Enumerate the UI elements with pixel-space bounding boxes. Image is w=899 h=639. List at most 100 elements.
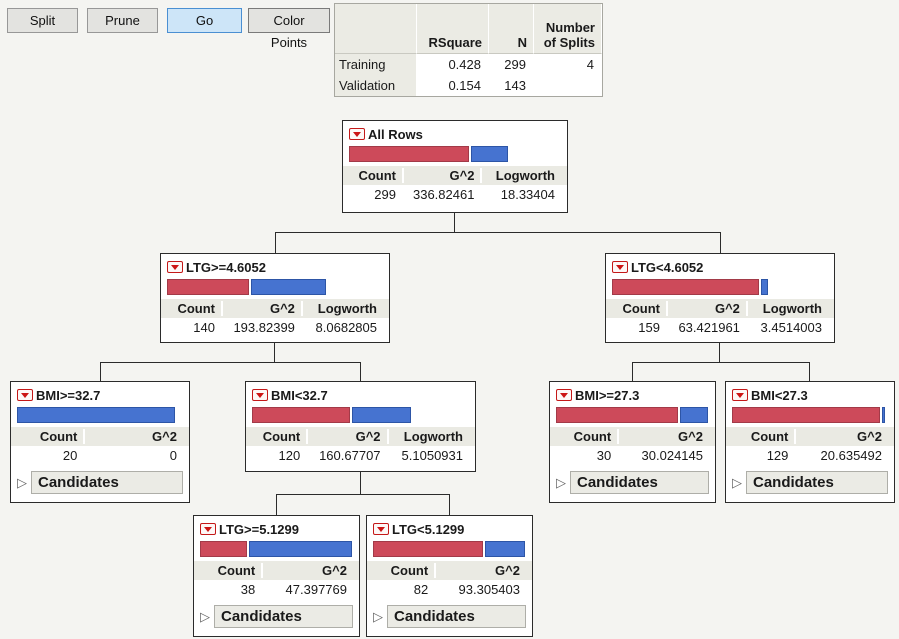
col-header-g2: G^2 [221,301,301,316]
col-header-count: Count [217,563,256,578]
node-title-row: BMI>=27.3 [556,387,709,403]
node-title: LTG>=4.6052 [186,259,266,275]
summary-value: 0.154 [448,78,481,93]
count-value: 120 [278,448,301,463]
node-title: BMI<32.7 [271,387,328,403]
red-triangle-menu-icon[interactable] [252,389,268,401]
col-header-logworth: Logworth [746,301,828,316]
node-title: LTG>=5.1299 [219,521,299,537]
count-value: 30 [596,448,612,463]
red-bar-segment [732,407,881,423]
color-points-button[interactable]: Color Points [248,8,330,50]
summary-value: 299 [504,57,526,72]
node-title-row: All Rows [349,126,561,142]
red-triangle-menu-icon[interactable] [167,261,183,273]
red-bar-segment [556,407,679,423]
summary-header-rsquare: RSquare [417,4,489,54]
node-stats-values: 20 0 [11,448,189,463]
node-stats-header: Count G^2 Logworth [161,299,389,318]
connector-line [275,232,276,253]
response-proportion-bar [252,407,412,423]
g2-value: 160.67707 [319,448,381,463]
connector-line [449,494,450,515]
connector-line [720,232,721,253]
count-value: 159 [638,320,660,335]
connector-line [360,362,361,381]
disclosure-triangle-icon[interactable]: ▷ [17,475,27,490]
response-proportion-bar [373,541,526,557]
summary-value [534,75,602,96]
candidates-button[interactable]: Candidates [31,471,183,494]
connector-line [632,362,810,363]
logworth-value: 3.4514003 [760,320,822,335]
split-button[interactable]: Split [7,8,78,33]
node-stats-header: Count G^2 [194,561,359,580]
candidates-row: ▷ Candidates [556,471,709,494]
response-proportion-bar [200,541,353,557]
col-header-count: Count [39,429,78,444]
col-header-count: Count [750,429,789,444]
tree-node-ltg-lt-5-1299: LTG<5.1299 Count G^2 82 93.305403 ▷ Cand… [366,515,533,637]
connector-line [276,494,450,495]
node-title: LTG<4.6052 [631,259,704,275]
summary-header-splits: Number of Splits [534,4,602,54]
candidates-row: ▷ Candidates [200,605,353,628]
node-title: LTG<5.1299 [392,521,465,537]
tree-node-ltg-ge-5-1299: LTG>=5.1299 Count G^2 38 47.397769 ▷ Can… [193,515,360,637]
blue-bar-segment [882,407,886,423]
tree-node-ltg-lt-4-6052: LTG<4.6052 Count G^2 Logworth 159 63.421… [605,253,835,343]
summary-row-label: Training [335,54,417,75]
col-header-g2: G^2 [261,563,353,578]
col-header-count: Count [262,429,301,444]
node-title-row: BMI>=32.7 [17,387,183,403]
blue-bar-segment [485,541,525,557]
red-triangle-menu-icon[interactable] [612,261,628,273]
node-stats-values: 38 47.397769 [194,582,359,597]
disclosure-triangle-icon[interactable]: ▷ [200,609,210,624]
red-triangle-menu-icon[interactable] [349,128,365,140]
response-proportion-bar [349,146,509,162]
g2-value: 0 [169,448,177,463]
node-stats-values: 140 193.82399 8.0682805 [161,320,389,335]
go-button[interactable]: Go [167,8,242,33]
prune-button[interactable]: Prune [87,8,158,33]
red-triangle-menu-icon[interactable] [200,523,216,535]
disclosure-triangle-icon[interactable]: ▷ [732,475,742,490]
summary-value: 143 [504,78,526,93]
node-title-row: LTG>=4.6052 [167,259,383,275]
summary-value: 4 [586,57,594,72]
blue-bar-segment [471,146,508,162]
red-triangle-menu-icon[interactable] [556,389,572,401]
candidates-row: ▷ Candidates [732,471,888,494]
node-stats-values: 159 63.421961 3.4514003 [606,320,834,335]
candidates-button[interactable]: Candidates [214,605,353,628]
disclosure-triangle-icon[interactable]: ▷ [556,475,566,490]
red-triangle-menu-icon[interactable] [373,523,389,535]
col-header-count: Count [622,301,660,316]
blue-bar-segment [17,407,176,423]
candidates-button[interactable]: Candidates [746,471,888,494]
candidates-button[interactable]: Candidates [387,605,526,628]
node-title-row: BMI<32.7 [252,387,469,403]
tree-node-bmi-ge-32-7: BMI>=32.7 Count G^2 20 0 ▷ Candidates [10,381,190,503]
tree-node-ltg-ge-4-6052: LTG>=4.6052 Count G^2 Logworth 140 193.8… [160,253,390,343]
logworth-value: 8.0682805 [315,320,377,335]
summary-value: 0.428 [448,57,481,72]
connector-line [719,343,720,362]
candidates-button[interactable]: Candidates [570,471,709,494]
count-value: 299 [374,187,396,202]
count-value: 140 [193,320,215,335]
col-header-g2: G^2 [402,168,480,183]
node-stats-values: 299 336.82461 18.33404 [343,187,567,202]
node-stats-header: Count G^2 Logworth [606,299,834,318]
col-header-g2: G^2 [434,563,526,578]
red-bar-segment [167,279,249,295]
red-triangle-menu-icon[interactable] [732,389,748,401]
red-bar-segment [373,541,484,557]
red-triangle-menu-icon[interactable] [17,389,33,401]
count-value: 82 [413,582,429,597]
node-title: BMI>=27.3 [575,387,640,403]
disclosure-triangle-icon[interactable]: ▷ [373,609,383,624]
connector-line [454,213,455,232]
